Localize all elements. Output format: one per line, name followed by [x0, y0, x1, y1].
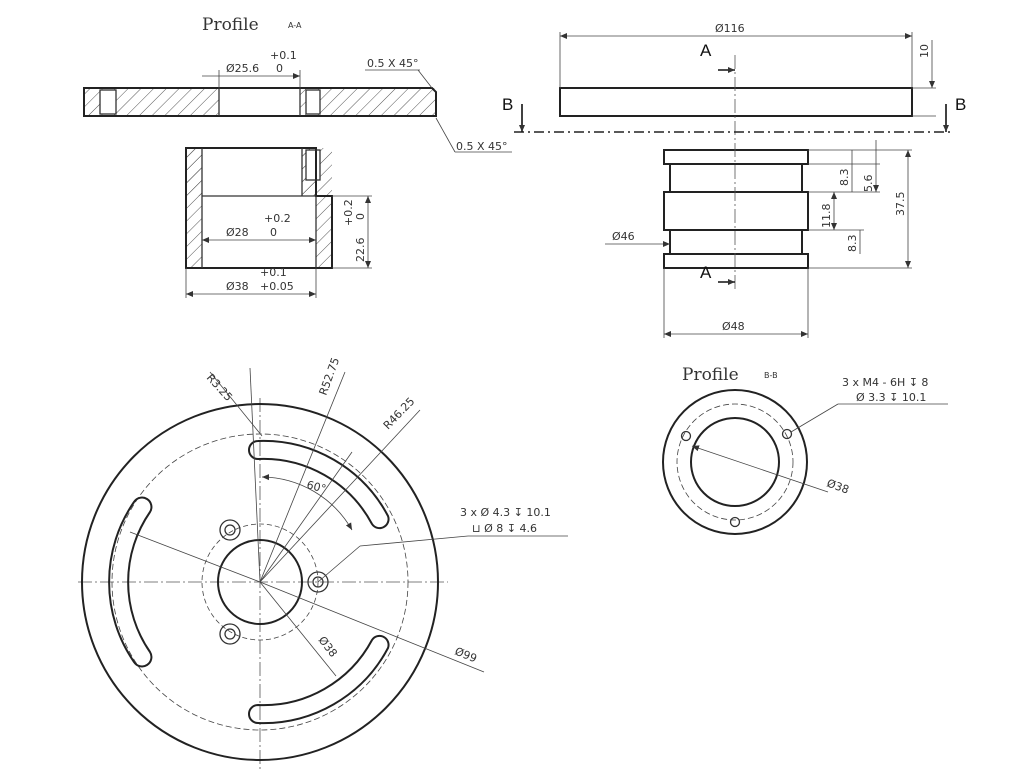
- svg-text:+0.1: +0.1: [260, 266, 287, 279]
- section-a-marker-top: A: [700, 41, 712, 60]
- dim-body-dia: Ø48: [722, 320, 745, 333]
- dim-groove-3: 8.3: [846, 235, 859, 253]
- ring-bore: [690, 417, 780, 507]
- section-aa-tag: A-A: [288, 21, 302, 30]
- flange-side: [559, 87, 913, 117]
- section-bb-tag: B-B: [764, 371, 778, 380]
- dim-neck-dia: Ø46: [612, 230, 635, 243]
- rim-top: [663, 149, 809, 165]
- band-middle: [663, 191, 809, 231]
- note-counterbore: ⊔ Ø 8 ↧ 4.6: [472, 522, 537, 535]
- svg-text:0: 0: [276, 62, 283, 75]
- dim-inner-dia: Ø28: [226, 226, 249, 239]
- dim-band: 11.8: [820, 204, 833, 229]
- svg-text:0: 0: [354, 213, 367, 220]
- svg-text:+0.05: +0.05: [260, 280, 294, 293]
- dim-depth: 22.6: [354, 238, 367, 263]
- svg-text:+0.1: +0.1: [270, 49, 297, 62]
- dim-plan-outer: Ø99: [453, 645, 479, 666]
- dim-r3: R46.25: [381, 395, 418, 432]
- note-tap-drill: Ø 3.3 ↧ 10.1: [856, 391, 926, 404]
- section-bb-view: Profile B-B 3 x M4 - 6H ↧ 8 Ø 3.3 ↧ 10.1…: [662, 365, 948, 535]
- flange-outline: [83, 87, 437, 117]
- cbore-hole-1: [219, 519, 241, 541]
- dim-chamfer-top: 0.5 X 45°: [367, 57, 419, 70]
- section-aa-title: Profile: [202, 15, 259, 35]
- section-b-marker-left: B: [502, 95, 513, 114]
- dim-height: 37.5: [894, 192, 907, 217]
- tapped-hole-section: [306, 90, 320, 114]
- plan-view: R3.25 R52.75 R46.25 60° 3 x Ø 4.3 ↧ 10.1…: [78, 356, 568, 770]
- rim-bottom: [663, 253, 809, 269]
- note-hole: 3 x Ø 4.3 ↧ 10.1: [460, 506, 551, 519]
- tapped-hole-2: [781, 428, 793, 440]
- center-bore: [217, 539, 303, 625]
- dim-r2: R52.75: [317, 356, 343, 397]
- dim-flange-thk: 10: [918, 44, 931, 58]
- dim-angle: 60°: [305, 478, 327, 495]
- section-b-marker-right: B: [955, 95, 966, 114]
- disc-outer: [81, 403, 439, 761]
- slot-cut-left: [100, 90, 116, 114]
- note-thread: 3 x M4 - 6H ↧ 8: [842, 376, 928, 389]
- ring-outer: [662, 389, 808, 535]
- svg-text:0: 0: [270, 226, 277, 239]
- cbore-hole-3: [219, 623, 241, 645]
- dim-bb-bore: Ø38: [825, 477, 851, 497]
- dim-chamfer-bottom: 0.5 X 45°: [456, 140, 508, 153]
- svg-text:+0.2: +0.2: [264, 212, 291, 225]
- arc-slot-1: [248, 439, 390, 530]
- dim-r1: R3.25: [204, 371, 235, 404]
- dim-bore-top: Ø25.6: [226, 62, 259, 75]
- section-aa-view: Profile A-A Ø25.6 +0.1 0 0: [83, 15, 512, 298]
- neck-upper: [669, 163, 803, 193]
- arc-slot-3: [248, 634, 390, 725]
- tapped-hole-1: [680, 430, 692, 442]
- dim-groove-1: 8.3: [838, 169, 851, 187]
- dim-groove-2: 5.6: [862, 175, 875, 193]
- arc-slot-2: [108, 496, 153, 668]
- tapped-hole-3: [729, 516, 741, 528]
- flange-section-right: [300, 88, 436, 116]
- svg-text:+0.2: +0.2: [342, 199, 355, 226]
- side-view: A A B B Ø116 10 37.5 5.6 8.3 11.8 8.3 Ø4…: [502, 22, 966, 338]
- cbore-hole-2: [307, 571, 329, 593]
- section-bb-title: Profile: [682, 365, 739, 385]
- dim-flange-dia: Ø116: [715, 22, 745, 35]
- neck-lower: [669, 229, 803, 255]
- dim-outer-dia: Ø38: [226, 280, 249, 293]
- section-a-marker-bottom: A: [700, 263, 712, 282]
